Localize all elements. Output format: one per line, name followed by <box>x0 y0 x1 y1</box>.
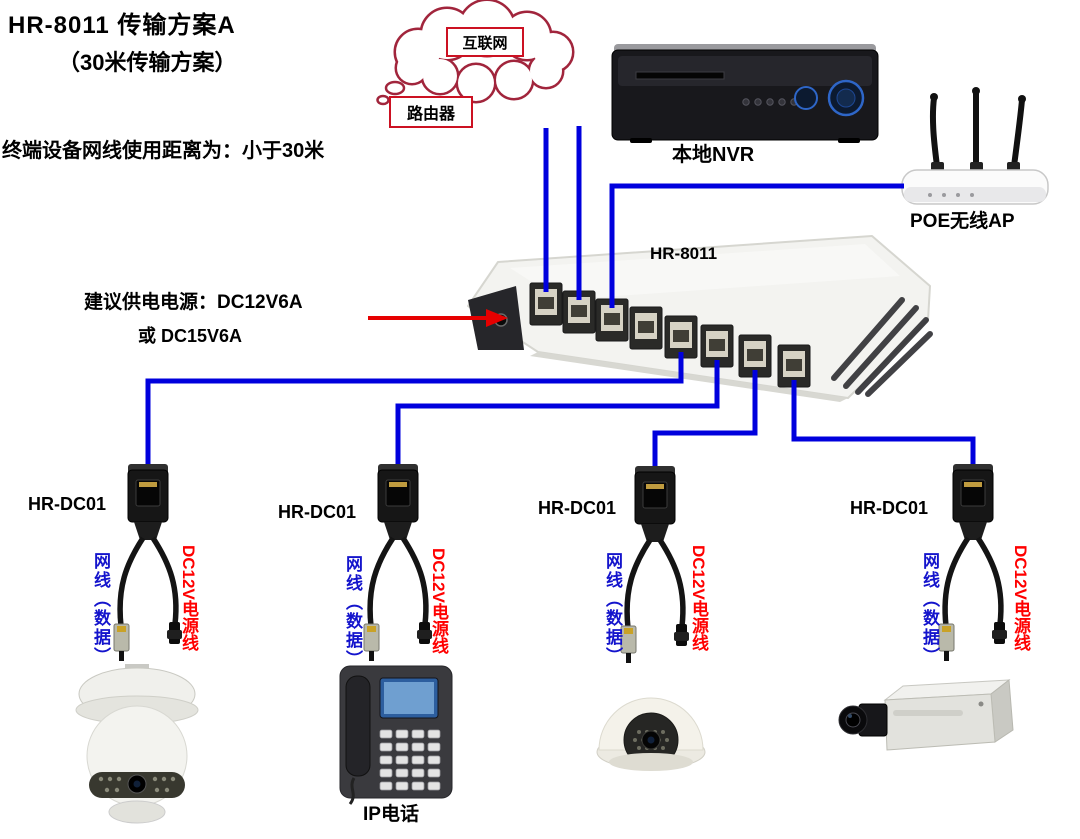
nvr-label: 本地NVR <box>672 144 755 166</box>
power-cable-label-1: DC12V电源线 <box>179 545 198 651</box>
net-cable-label-2: 网线（数据） <box>343 555 362 669</box>
cable-switch-to-splitter-3 <box>652 370 758 474</box>
page-title: HR-8011 传输方案A <box>8 12 236 39</box>
power-cable-label-3: DC12V电源线 <box>689 545 708 651</box>
poe-splitter-1 <box>113 464 182 661</box>
switch-label: HR-8011 <box>650 244 718 263</box>
ip-phone-device <box>339 665 453 805</box>
dome-camera <box>596 697 706 771</box>
page-subtitle: （30米传输方案） <box>58 50 237 75</box>
splitter-label-3: HR-DC01 <box>538 498 617 518</box>
cable-switch-to-splitter-1 <box>145 352 684 472</box>
poe-splitter-4 <box>938 464 1007 661</box>
cable-switch-to-splitter-4 <box>791 380 976 472</box>
ptz-camera <box>75 664 199 824</box>
distance-note: 终端设备网线使用距离为：小于30米 <box>2 140 325 162</box>
wireless-ap-device <box>901 87 1049 205</box>
cable-ap-to-switch <box>609 183 904 308</box>
cable-switch-to-splitter-2 <box>395 360 720 472</box>
poe-splitter-3 <box>620 466 689 663</box>
power-note-line2: 或 DC15V6A <box>138 326 243 346</box>
ap-label: POE无线AP <box>910 211 1015 232</box>
net-cable-label-3: 网线（数据） <box>603 552 622 666</box>
splitter-label-2: HR-DC01 <box>278 502 357 522</box>
power-cable-label-4: DC12V电源线 <box>1011 545 1030 651</box>
net-cable-label-4: 网线（数据） <box>920 552 939 666</box>
phone-label: IP电话 <box>363 804 419 825</box>
switch-device <box>467 235 933 402</box>
splitter-label-1: HR-DC01 <box>28 494 107 514</box>
router-label: 路由器 <box>389 96 473 128</box>
poe-splitter-2 <box>363 464 432 661</box>
power-note-line1: 建议供电电源：DC12V6A <box>84 292 303 313</box>
power-cable-label-2: DC12V电源线 <box>429 548 448 654</box>
power-arrow <box>368 309 508 327</box>
internet-label: 互联网 <box>446 27 524 57</box>
net-cable-label-1: 网线（数据） <box>91 552 110 666</box>
box-camera <box>838 679 1014 751</box>
network-cables <box>145 126 976 474</box>
nvr-device <box>611 44 879 143</box>
splitter-label-4: HR-DC01 <box>850 498 929 518</box>
